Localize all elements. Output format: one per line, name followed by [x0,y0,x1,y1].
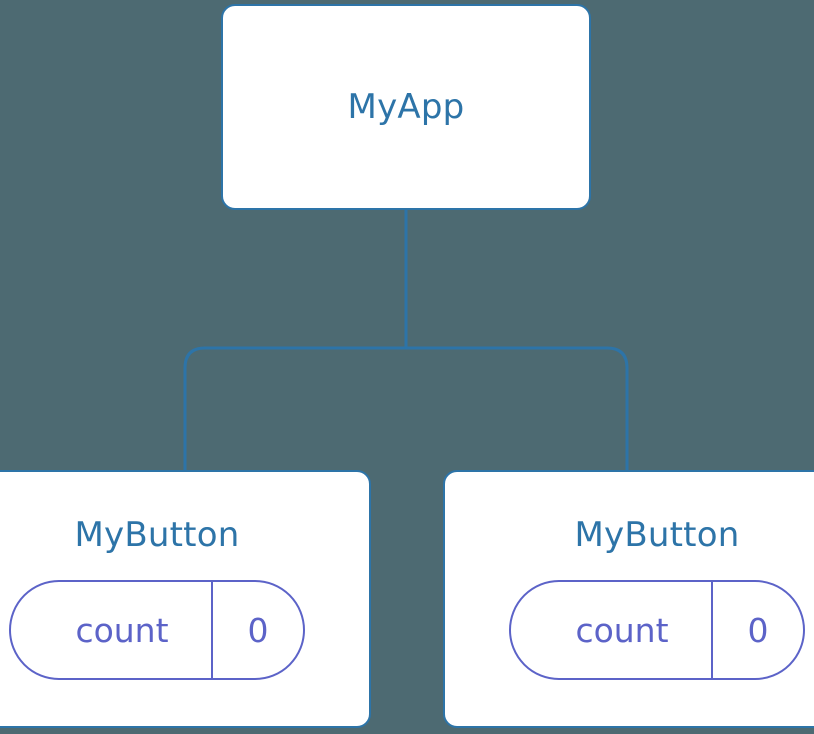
state-divider [211,582,213,678]
state-key: count [75,610,169,650]
component-node-label: MyButton [74,515,240,555]
connector-to-child-1 [404,346,629,474]
connector-to-child-0 [183,346,408,474]
state-pill[interactable]: count 0 [9,580,305,680]
state-pill[interactable]: count 0 [509,580,805,680]
state-value: 0 [247,610,269,650]
component-node-mybutton-1[interactable]: MyButton count 0 [0,470,371,728]
component-node-label: MyButton [574,515,740,555]
state-value: 0 [747,610,769,650]
component-node-mybutton-2[interactable]: MyButton count 0 [443,470,814,728]
component-node-label: MyApp [347,87,465,127]
component-node-myapp[interactable]: MyApp [221,4,591,210]
state-key: count [575,610,669,650]
state-divider [711,582,713,678]
